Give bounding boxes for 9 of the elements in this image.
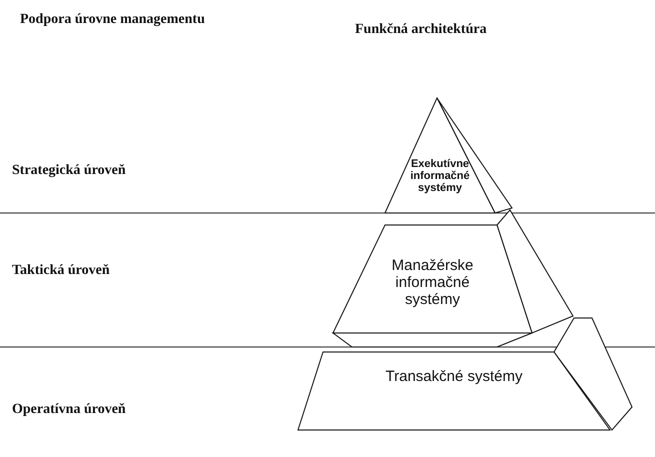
pyramid-apex-section <box>385 98 495 213</box>
section-label: Manažérske informačné systémy <box>390 257 474 308</box>
level-label: Strategická úroveň <box>12 163 126 179</box>
level-label: Operatívna úroveň <box>12 402 126 418</box>
section-label: Transakčné systémy <box>384 368 524 385</box>
column-heading: Funkčná architektúra <box>355 22 487 38</box>
level-label: Taktická úroveň <box>12 263 110 279</box>
column-heading: Podpora úrovne managementu <box>20 12 205 28</box>
section-label: Exekutívne informačné systémy <box>409 158 471 194</box>
